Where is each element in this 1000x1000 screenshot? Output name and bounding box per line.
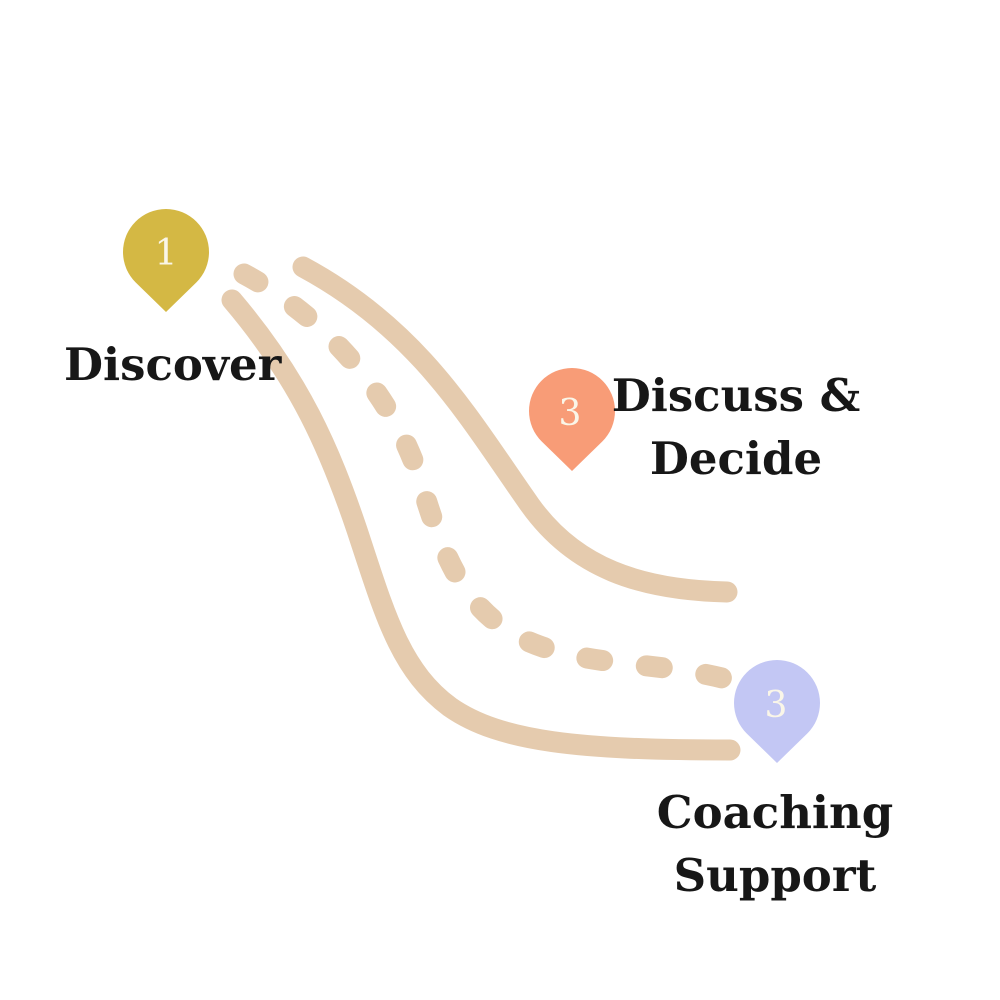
- step-label-line: Discuss &: [611, 369, 861, 422]
- pin-number-discuss-decide: 3: [559, 393, 582, 434]
- step-label-discover: Discover: [64, 342, 281, 387]
- road-outer-edge: [221, 289, 741, 761]
- step-label-discuss-decide: Discuss & Decide: [612, 364, 861, 490]
- step-label-coaching-support: Coaching Support: [657, 781, 893, 907]
- map-pin-icon-coaching-support: 3: [734, 659, 820, 763]
- step-label-line: Decide: [649, 432, 823, 485]
- map-pin-icon-discover: 1: [123, 208, 209, 312]
- step-label-line: Support: [673, 849, 877, 902]
- pin-shape-coaching-support: [734, 659, 820, 763]
- road-center-dashed-line: [233, 263, 733, 689]
- step-label-line: Discover: [64, 338, 282, 391]
- pin-number-discover: 1: [155, 233, 178, 274]
- pin-number-coaching-support: 3: [765, 685, 788, 726]
- road-inner-edge: [292, 256, 738, 603]
- step-label-line: Coaching: [656, 786, 894, 839]
- map-pin-icon-discuss-decide: 3: [529, 367, 616, 471]
- pin-shape-discuss-decide: [529, 367, 616, 471]
- pin-shape-discover: [123, 208, 209, 312]
